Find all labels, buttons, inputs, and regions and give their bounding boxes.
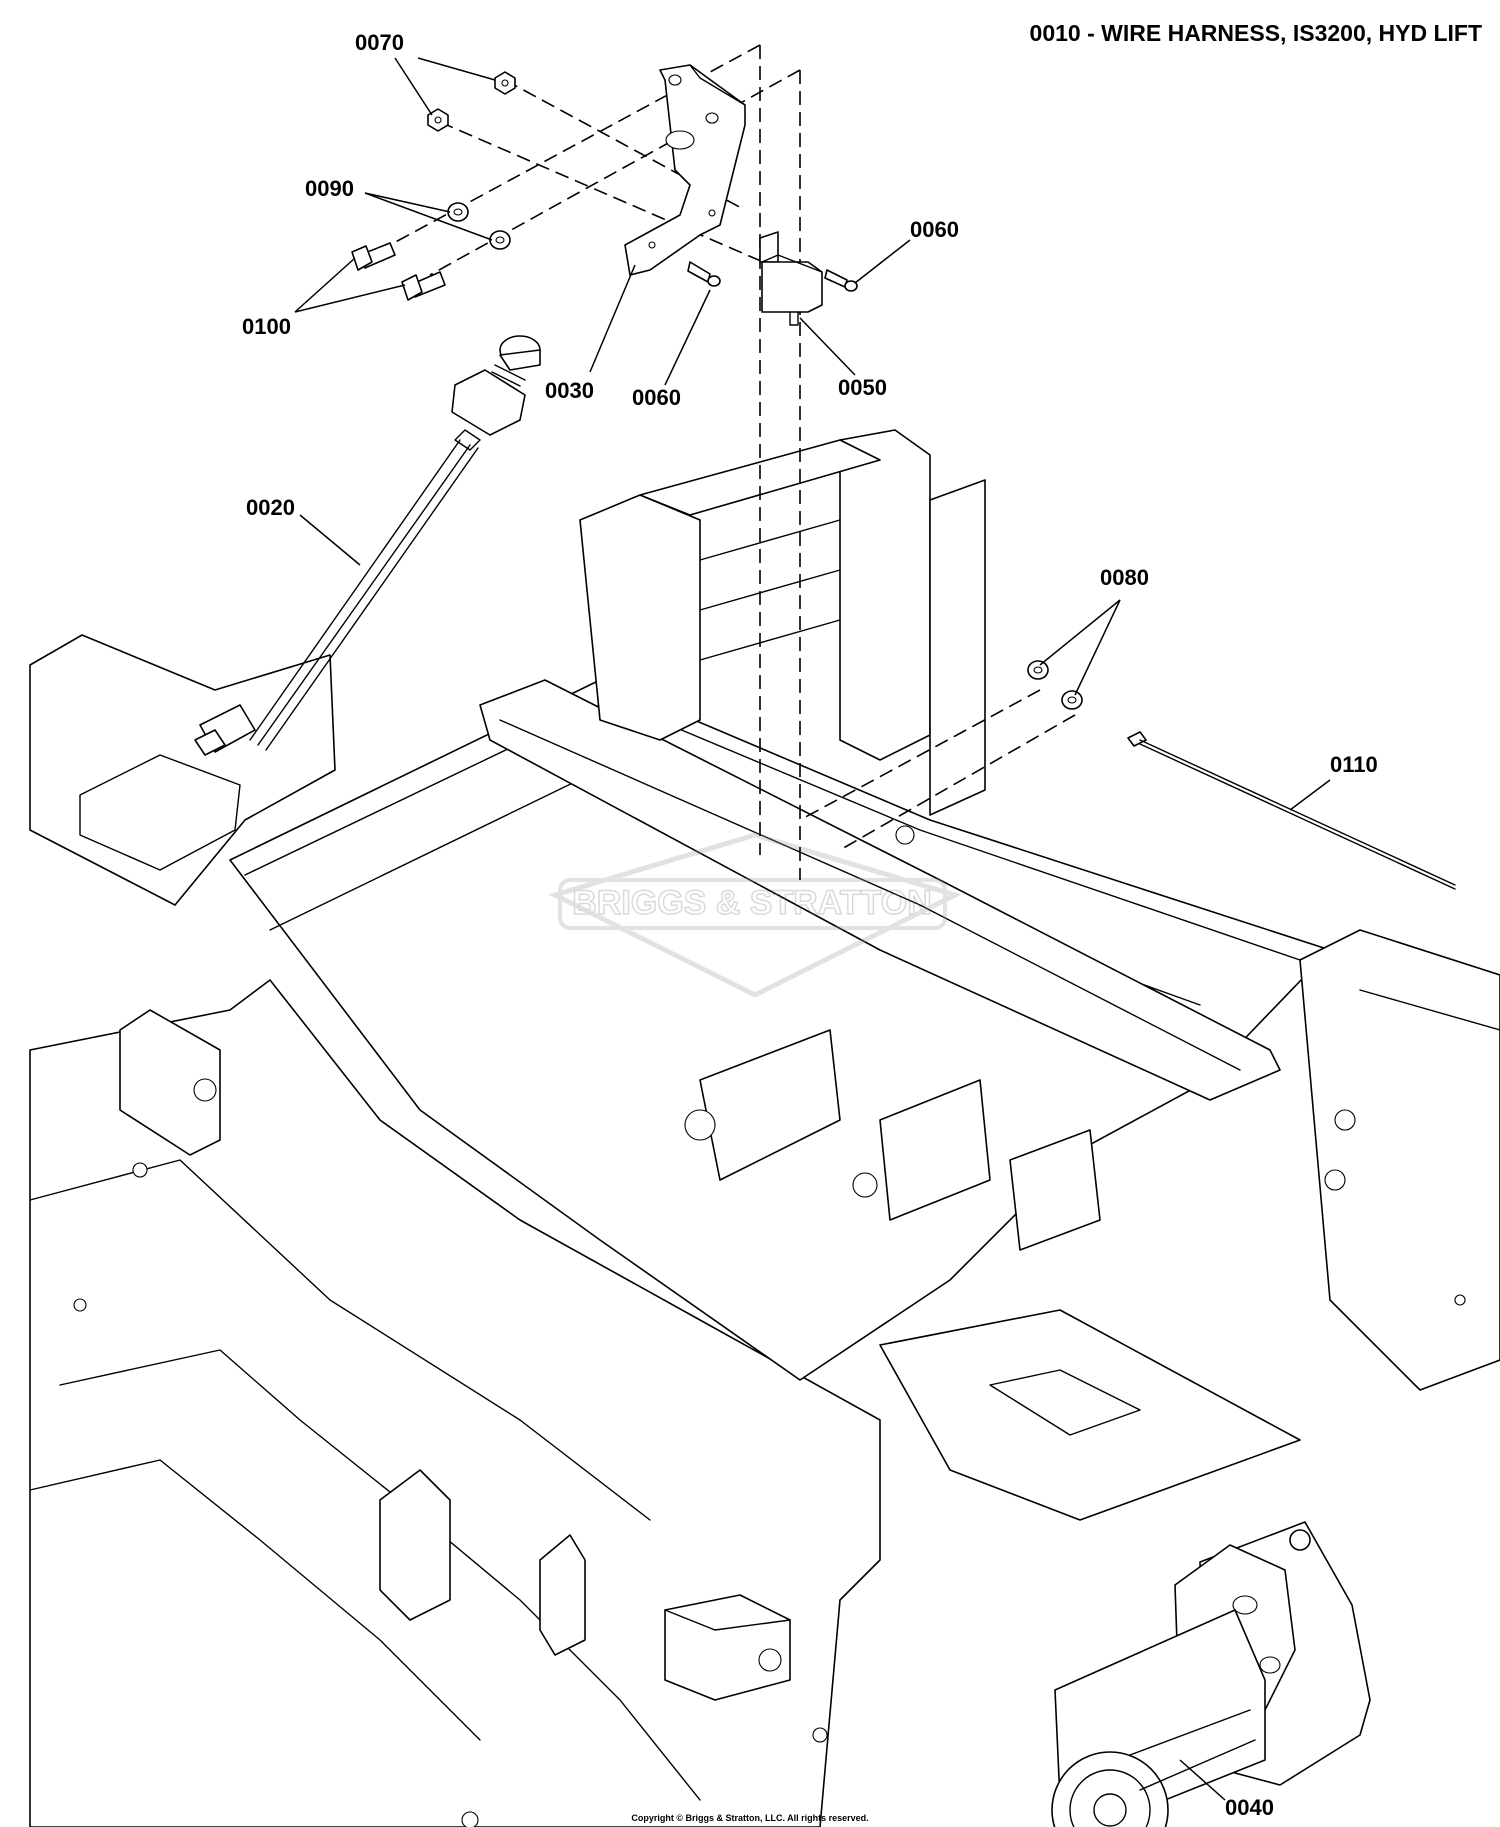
screw-0060-left [687,261,721,287]
briggs-stratton-watermark: BRIGGS & STRATTON [548,832,962,998]
copyright-notice: Copyright © Briggs & Stratton, LLC. All … [631,1813,869,1823]
callout-0110: 0110 [1330,752,1378,777]
callout-0070: 0070 [355,30,404,55]
hydraulic-pump-0040 [1051,1521,1371,1827]
grommet-0080 [1027,660,1083,710]
svg-text:BRIGGS & STRATTON: BRIGGS & STRATTON [572,884,932,922]
callout-leaders [294,57,1331,1801]
washer-0090 [447,202,511,250]
callout-0080: 0080 [1100,565,1149,590]
callout-0060-right: 0060 [910,217,959,242]
nut-0070 [427,71,516,132]
page-title: 0010 - WIRE HARNESS, IS3200, HYD LIFT [1029,20,1482,46]
mower-frame [29,429,1500,1827]
bolt-0100 [351,242,446,301]
relay-0050 [759,231,823,326]
callout-0050: 0050 [838,375,887,400]
callout-0100: 0100 [242,314,291,339]
callout-0030: 0030 [545,378,594,403]
cable-tie-0110 [1127,731,1456,890]
switch-harness-0020 [194,335,541,756]
screw-0060-right [824,269,858,292]
callout-0040: 0040 [1225,1795,1274,1820]
callout-0060-left: 0060 [632,385,681,410]
callout-0090: 0090 [305,176,354,201]
callout-0020: 0020 [246,495,295,520]
bracket-0030 [624,64,746,276]
